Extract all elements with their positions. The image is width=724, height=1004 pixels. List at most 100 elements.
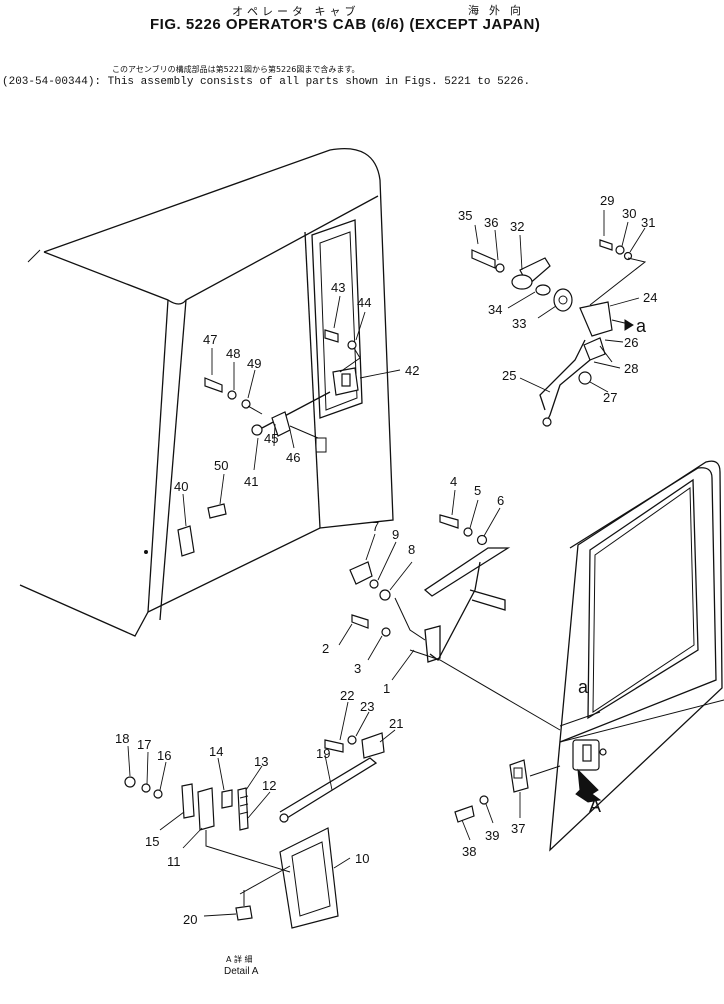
bolt-43 bbox=[324, 329, 339, 343]
washer-6 bbox=[476, 534, 488, 546]
bolt-4 bbox=[439, 514, 459, 529]
callout-4: 4 bbox=[450, 474, 457, 489]
bolt-2 bbox=[351, 614, 369, 629]
cab-latch-assembly bbox=[144, 329, 361, 557]
assembly-note-english: (203-54-00344): This assembly consists o… bbox=[2, 76, 531, 88]
view-label-arrow-a: A bbox=[589, 796, 601, 816]
door-lock-assembly bbox=[471, 239, 647, 427]
callout-46: 46 bbox=[286, 450, 300, 465]
rod-19-end bbox=[279, 813, 289, 823]
door-catch bbox=[454, 759, 602, 823]
callout-47: 47 bbox=[203, 332, 217, 347]
callout-43: 43 bbox=[331, 280, 345, 295]
callout-3: 3 bbox=[354, 661, 361, 676]
callout-29: 29 bbox=[600, 193, 614, 208]
washer-5 bbox=[463, 527, 473, 537]
washer-48 bbox=[227, 390, 237, 400]
callout-27: 27 bbox=[603, 390, 617, 405]
washer-36 bbox=[495, 263, 505, 273]
washer-17 bbox=[141, 783, 151, 793]
door-handle-bolt bbox=[599, 748, 607, 756]
callout-13: 13 bbox=[254, 754, 268, 769]
assembly-note-japanese: このアセンブリの構成部品は第5221図から第5226図まで含みます。 bbox=[112, 65, 360, 74]
detail-caption-english: Detail A bbox=[224, 966, 259, 977]
bracket-21 bbox=[361, 732, 385, 759]
callout-2: 2 bbox=[322, 641, 329, 656]
bolt-38 bbox=[454, 805, 475, 823]
rod-end-25 bbox=[542, 417, 552, 427]
bolt-47 bbox=[204, 377, 223, 393]
latch-slot bbox=[341, 373, 351, 387]
japanese-title-right: 海外向 bbox=[468, 4, 531, 17]
callout-48: 48 bbox=[226, 346, 240, 361]
nut-27 bbox=[578, 371, 592, 385]
callout-7: 7 bbox=[372, 519, 379, 534]
callout-44: 44 bbox=[357, 295, 371, 310]
cam-hub bbox=[511, 274, 533, 290]
callout-18: 18 bbox=[115, 731, 129, 746]
pin-14 bbox=[221, 789, 233, 809]
callout-40: 40 bbox=[174, 479, 188, 494]
callout-41: 41 bbox=[244, 474, 258, 489]
callout-26: 26 bbox=[624, 335, 638, 350]
japanese-title-left: オペレータ キャブ bbox=[232, 5, 360, 18]
bolt-35 bbox=[471, 249, 496, 269]
callout-22: 22 bbox=[340, 688, 354, 703]
callout-24: 24 bbox=[643, 290, 657, 305]
callout-19: 19 bbox=[316, 746, 330, 761]
figure-title: FIG. 5226 OPERATOR'S CAB (6/6) (EXCEPT J… bbox=[150, 16, 541, 33]
latch-11 bbox=[197, 787, 215, 831]
striker bbox=[315, 437, 327, 453]
callout-11: 11 bbox=[167, 854, 181, 869]
spring-13 bbox=[237, 787, 249, 831]
callout-37: 37 bbox=[511, 821, 525, 836]
nut-20 bbox=[235, 905, 253, 921]
washer-16 bbox=[153, 789, 163, 799]
spacer-34 bbox=[535, 284, 551, 296]
catch-37 bbox=[509, 759, 529, 793]
bolt-22 bbox=[324, 739, 344, 753]
callout-38: 38 bbox=[462, 844, 476, 859]
knob-41 bbox=[251, 424, 263, 436]
plate-15 bbox=[181, 783, 195, 819]
view-label-a-right: a bbox=[636, 316, 647, 336]
nut-18 bbox=[124, 776, 136, 788]
callout-6: 6 bbox=[497, 493, 504, 508]
view-label-a-door: a bbox=[578, 677, 589, 697]
view-arrow-a bbox=[575, 768, 602, 803]
callout-8: 8 bbox=[408, 542, 415, 557]
callout-34: 34 bbox=[488, 302, 502, 317]
washer-30 bbox=[615, 245, 625, 255]
callout-45: 45 bbox=[264, 431, 278, 446]
callout-21: 21 bbox=[389, 716, 403, 731]
callout-36: 36 bbox=[484, 215, 498, 230]
door-holder-linkage bbox=[349, 514, 601, 731]
callout-33: 33 bbox=[512, 316, 526, 331]
callout-25: 25 bbox=[502, 368, 516, 383]
callout-35: 35 bbox=[458, 208, 472, 223]
washer-8 bbox=[379, 589, 391, 601]
callout-17: 17 bbox=[137, 737, 151, 752]
washer-9 bbox=[369, 579, 379, 589]
collar-33 bbox=[553, 288, 573, 312]
callout-5: 5 bbox=[474, 483, 481, 498]
callout-30: 30 bbox=[622, 206, 636, 221]
cab-body-outline bbox=[19, 148, 394, 637]
callout-9: 9 bbox=[392, 527, 399, 542]
bracket-24 bbox=[579, 301, 613, 337]
callout-31: 31 bbox=[641, 215, 655, 230]
callout-15: 15 bbox=[145, 834, 159, 849]
detail-caption-japanese: A 詳 細 bbox=[226, 955, 253, 964]
bolt-50 bbox=[207, 503, 227, 519]
callout-28: 28 bbox=[624, 361, 638, 376]
leader-lines bbox=[127, 210, 646, 917]
washer-44 bbox=[347, 340, 357, 350]
callout-14: 14 bbox=[209, 744, 223, 759]
lever-26 bbox=[583, 337, 606, 361]
callout-1: 1 bbox=[383, 681, 390, 696]
callout-39: 39 bbox=[485, 828, 499, 843]
washer-31 bbox=[623, 251, 633, 261]
detail-a-parts bbox=[124, 732, 385, 929]
door-handle-detail bbox=[582, 744, 592, 762]
